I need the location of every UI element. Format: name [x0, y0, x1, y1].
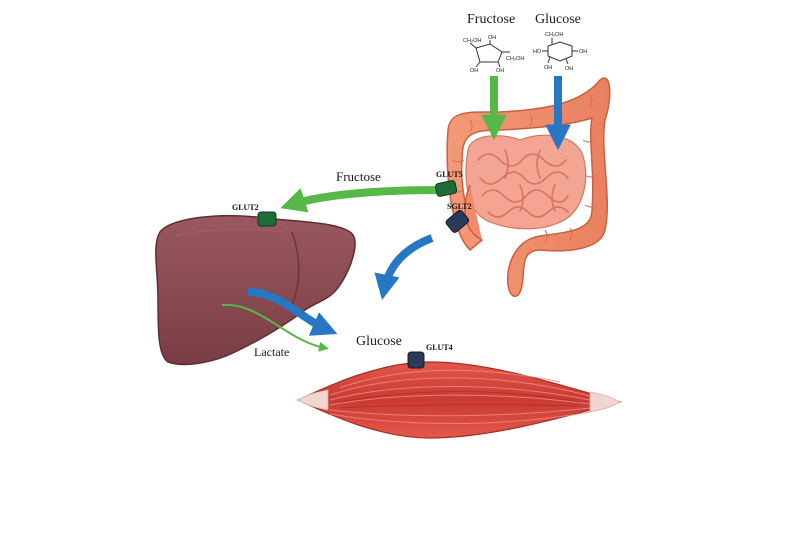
- fructose-arrow-label: Fructose: [336, 169, 381, 184]
- glucose-title: Glucose: [535, 12, 581, 27]
- lactate-label: Lactate: [254, 345, 289, 359]
- fructose-structure: [469, 40, 510, 68]
- glut2-transporter-icon: [257, 211, 277, 227]
- glucose-structure: [542, 38, 578, 65]
- glucose-oh-bottom-left: OH: [544, 65, 552, 71]
- glucose-ch2oh: CH₂OH: [545, 32, 563, 38]
- fructose-ch2oh-left: CH₂OH: [463, 38, 481, 44]
- glucose-from-liver-arrow: [247, 288, 338, 336]
- fructose-title: Fructose: [467, 12, 515, 27]
- glucose-oh-right: OH: [579, 49, 587, 55]
- glut4-transporter-icon: [407, 351, 425, 369]
- fructose-oh-right: OH: [496, 68, 504, 74]
- glut5-transporter-icon: [435, 180, 458, 197]
- glut2-label: GLUT2: [232, 203, 259, 212]
- sglt2-label: SGLT2: [447, 202, 472, 211]
- fructose-oh-bottom: OH: [470, 68, 478, 74]
- lactate-arrow: [221, 303, 329, 352]
- glucose-from-intestine-arrow: [374, 234, 434, 301]
- fructose-ch2oh-right: CH₂OH: [506, 56, 524, 62]
- glut5-label: GLUT5: [436, 170, 463, 179]
- intestine-illustration: [446, 77, 611, 297]
- glucose-center-label: Glucose: [356, 334, 402, 349]
- glucose-ho-left: HO: [533, 49, 542, 55]
- muscle-illustration: [296, 361, 623, 439]
- fructose-to-liver-arrow: [280, 186, 439, 213]
- fructose-oh-top: OH: [488, 35, 496, 41]
- sglt2-transporter-icon: [445, 209, 470, 233]
- glucose-oh-bottom-right: OH: [565, 66, 573, 72]
- glut4-label: GLUT4: [426, 343, 453, 352]
